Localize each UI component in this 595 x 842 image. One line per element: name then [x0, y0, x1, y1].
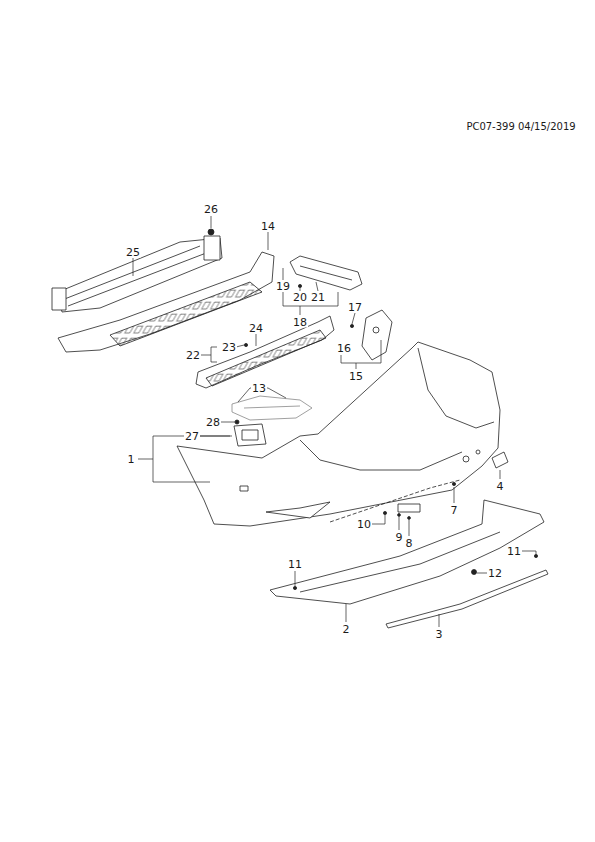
- callout-number: 20: [292, 292, 308, 303]
- side-bracket: [196, 316, 334, 388]
- callout-number: 16: [336, 343, 352, 354]
- callout-number: 7: [450, 505, 459, 516]
- drawing-reference: PC07-399 04/15/2019: [465, 122, 576, 132]
- callout-number: 1: [127, 454, 136, 465]
- trim-strip: [386, 570, 548, 628]
- beam-mount: [52, 288, 66, 310]
- energy-absorber: [58, 252, 274, 352]
- callout-number: 3: [435, 629, 444, 640]
- callout-number: 11: [287, 559, 303, 570]
- callout-number: 12: [487, 568, 503, 579]
- callout-number: 25: [125, 247, 141, 258]
- side-bracket: [290, 256, 362, 290]
- callout-number: 2: [342, 624, 351, 635]
- callout-number: 13: [251, 383, 267, 394]
- side-bracket: [362, 310, 392, 360]
- callout-number: 15: [348, 371, 364, 382]
- leader-lines: [133, 216, 536, 627]
- callout-number: 17: [347, 302, 363, 313]
- callout-number: 18: [292, 317, 308, 328]
- callout-number: 26: [203, 204, 219, 215]
- plate-bracket: [234, 424, 266, 446]
- callout-number: 23: [221, 342, 237, 353]
- nut: [208, 229, 214, 235]
- callout-number: 10: [356, 519, 372, 530]
- callout-number: 24: [248, 323, 264, 334]
- callout-number: 8: [405, 538, 414, 549]
- harness-clip: [232, 396, 312, 420]
- callout-number: 27: [184, 431, 200, 442]
- callout-number: 19: [275, 281, 291, 292]
- callout-number: 22: [185, 350, 201, 361]
- callout-number: 14: [260, 221, 276, 232]
- callout-number: 11: [506, 546, 522, 557]
- callout-number: 21: [310, 292, 326, 303]
- callout-number: 4: [496, 481, 505, 492]
- callout-number: 9: [395, 532, 404, 543]
- callout-number: 28: [205, 417, 221, 428]
- tow-cover: [492, 452, 508, 468]
- bumper-fascia: [177, 342, 500, 526]
- beam-mount: [204, 236, 220, 260]
